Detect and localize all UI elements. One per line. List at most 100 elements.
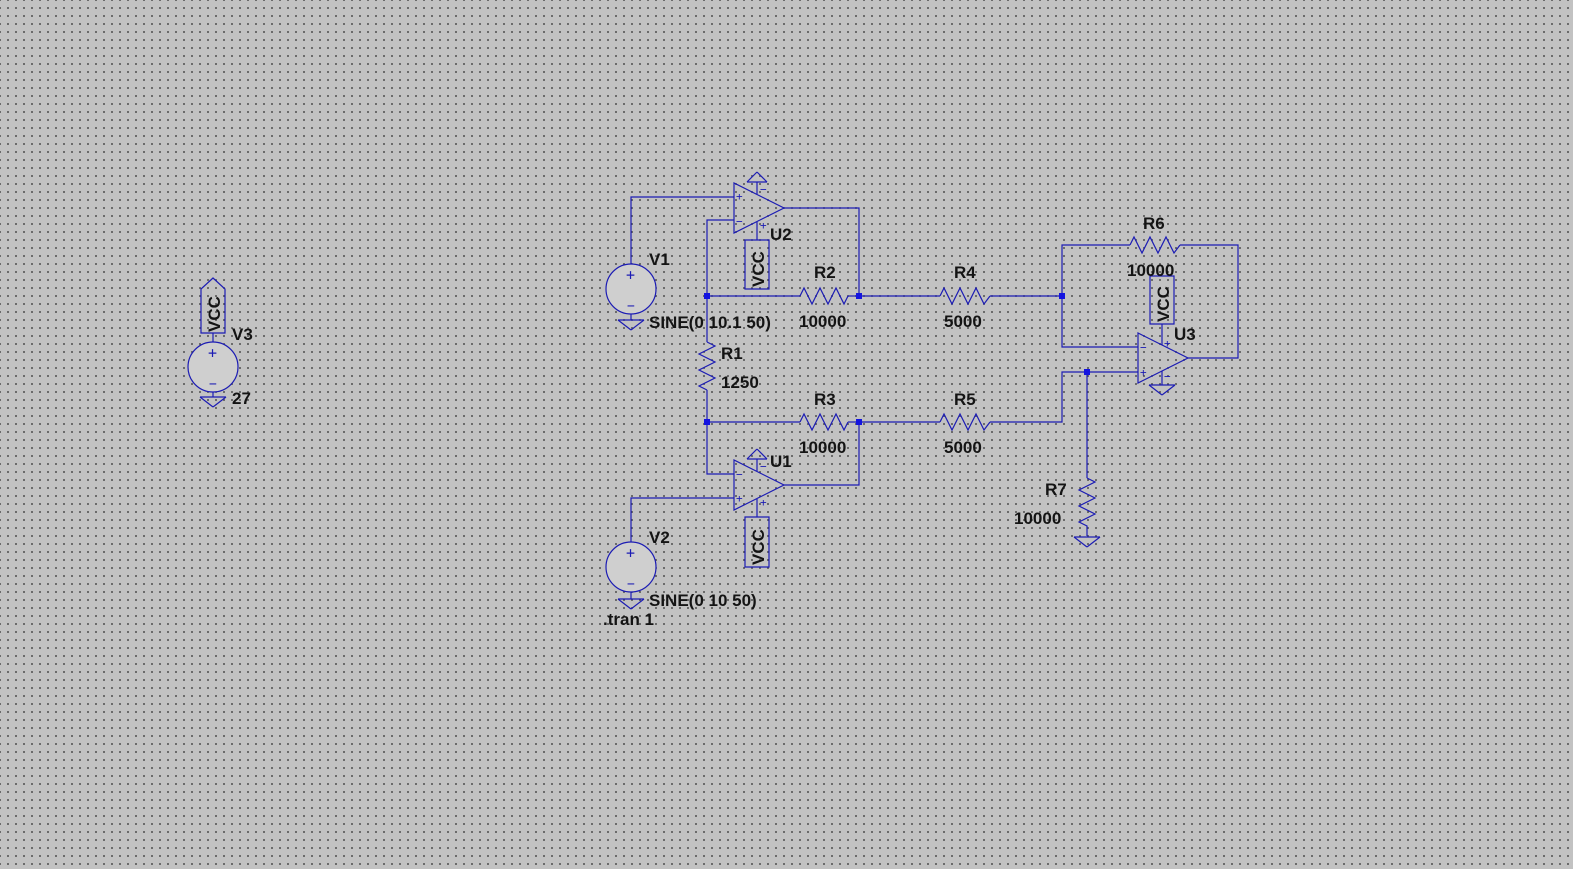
component-labels: V1 SINE(0 10.1 50) V2 SINE(0 10 50) V3 2… (232, 214, 1196, 629)
junction-dot (704, 293, 710, 299)
source-minus-sign: − (627, 577, 635, 592)
label-u3-ref: U3 (1174, 325, 1196, 344)
voltage-source-icon (605, 541, 657, 593)
source-minus-sign: − (627, 299, 635, 314)
label-v3-ref: V3 (232, 325, 253, 344)
label-u2-ref: U2 (770, 225, 792, 244)
ground-icon (617, 598, 645, 610)
voltage-source-v1[interactable]: + − (605, 263, 657, 320)
ground-flag-icon (746, 171, 768, 183)
resistor-r7[interactable] (1077, 477, 1097, 536)
label-r7-ref: R7 (1045, 480, 1067, 499)
opamp-pin-plus: + (760, 496, 767, 509)
opamp-pin-plus: + (760, 219, 767, 232)
wire-v1-to-u2[interactable] (630, 196, 734, 264)
label-u1-ref: U1 (770, 452, 792, 471)
source-plus-sign: + (626, 266, 635, 284)
opamp-pin-minus: − (760, 183, 767, 196)
junction-dot (856, 419, 862, 425)
label-r6-ref: R6 (1143, 214, 1165, 233)
label-v3-value: 27 (232, 389, 251, 408)
opamp-pin-minus: − (1140, 341, 1147, 354)
opamp-pin-minus: − (1164, 370, 1171, 383)
net-label-vcc: VCC (749, 529, 768, 565)
label-v2-value: SINE(0 10 50) (649, 591, 757, 610)
wires (630, 196, 1239, 542)
net-label-vcc: VCC (1154, 286, 1173, 322)
resistor-r3[interactable] (799, 412, 849, 432)
junction-dot (1059, 293, 1065, 299)
label-r1-ref: R1 (721, 344, 743, 363)
net-label-vcc: VCC (205, 296, 224, 332)
wire-u2-out[interactable] (784, 207, 860, 296)
net-flag-shape (744, 516, 770, 568)
label-r5-ref: R5 (954, 390, 976, 409)
label-r1-value: 1250 (721, 373, 759, 392)
resistor-r4[interactable] (939, 286, 991, 306)
wire-u3-neg[interactable] (1061, 296, 1138, 348)
wire-r5-to-u3[interactable] (990, 371, 1138, 423)
source-minus-sign: − (209, 377, 217, 392)
net-flag-shape (200, 277, 226, 334)
resistor-r2[interactable] (799, 286, 849, 306)
opamp-pin-minus: − (736, 468, 743, 481)
source-plus-sign: + (626, 544, 635, 562)
voltage-source-icon (187, 341, 239, 393)
opamp-pin-minus: − (736, 215, 743, 228)
label-v1-value: SINE(0 10.1 50) (649, 313, 771, 332)
opamp-pin-plus: + (1164, 337, 1171, 350)
resistor-r5[interactable] (939, 412, 991, 432)
opamp-u2[interactable]: + − − + (733, 182, 786, 240)
resistor-r1[interactable] (697, 341, 717, 391)
label-r3-value: 10000 (799, 438, 846, 457)
source-plus-sign: + (208, 344, 217, 362)
junctions (704, 293, 1090, 425)
label-r4-ref: R4 (954, 263, 976, 282)
wire-r6-left[interactable] (1061, 244, 1130, 296)
ground-flag-icon (746, 448, 768, 460)
label-r2-ref: R2 (814, 263, 836, 282)
label-v1-ref: V1 (649, 250, 670, 269)
voltage-source-v2[interactable]: + − (605, 541, 657, 599)
wire-u1-neg-feedback[interactable] (706, 422, 734, 475)
label-r4-value: 5000 (944, 312, 982, 331)
junction-dot (704, 419, 710, 425)
ground-icon (617, 319, 645, 331)
opamp-pin-plus: + (736, 190, 743, 203)
net-flag-vcc-v3[interactable]: VCC (200, 277, 226, 334)
label-r6-value: 10000 (1127, 261, 1174, 280)
spice-directive[interactable]: .tran 1 (603, 610, 654, 629)
net-flag-vcc-u1[interactable]: VCC (744, 516, 770, 568)
junction-dot (856, 293, 862, 299)
net-flag-shape (1149, 275, 1175, 325)
label-v2-ref: V2 (649, 528, 670, 547)
opamp-u3-body (1137, 332, 1190, 384)
opamp-pin-plus: + (1140, 366, 1147, 379)
ground-icon (1073, 536, 1101, 548)
opamp-pin-plus: + (736, 492, 743, 505)
wire-u2-neg-feedback[interactable] (706, 219, 734, 296)
label-r3-ref: R3 (814, 390, 836, 409)
opamp-pin-minus: − (760, 460, 767, 473)
voltage-source-v3[interactable]: + − (187, 333, 239, 397)
net-flag-vcc-u2[interactable]: VCC (744, 239, 770, 290)
opamp-u1[interactable]: − + − + (733, 459, 786, 517)
opamp-u1-body (733, 459, 786, 511)
opamp-u3[interactable]: − + + − (1137, 324, 1190, 385)
label-r5-value: 5000 (944, 438, 982, 457)
voltage-source-icon (605, 263, 657, 315)
label-r2-value: 10000 (799, 312, 846, 331)
net-label-vcc: VCC (749, 251, 768, 287)
junction-dot (1084, 369, 1090, 375)
wire-u1-out[interactable] (784, 422, 860, 486)
wire-r6-right[interactable] (1180, 244, 1239, 359)
label-r7-value: 10000 (1014, 509, 1061, 528)
net-flag-shape (744, 239, 770, 290)
resistor-r6[interactable] (1129, 235, 1181, 255)
opamp-u2-body (733, 182, 786, 234)
ground-icon (1148, 384, 1176, 396)
ground-icon (199, 396, 227, 408)
wire-v2-to-u1[interactable] (630, 497, 734, 542)
net-flag-vcc-u3[interactable]: VCC (1149, 275, 1175, 325)
